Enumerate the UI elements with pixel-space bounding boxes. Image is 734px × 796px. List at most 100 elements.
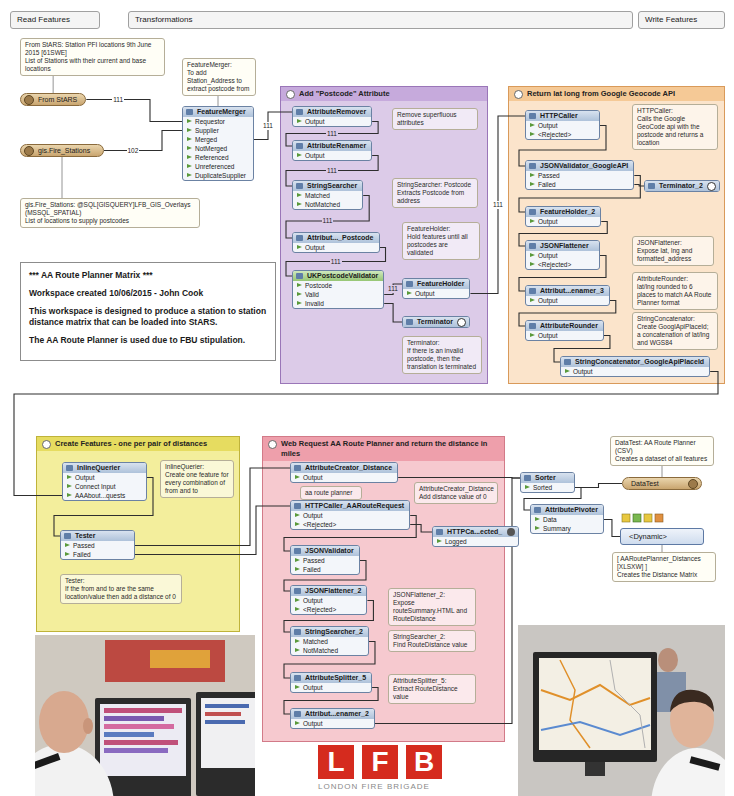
feature-connection [286, 122, 378, 147]
feature-type-name: gis.Fire_Stations [38, 146, 95, 155]
note-text: Workspace created 10/06/2015 - John Cook [29, 288, 267, 299]
port-label: Output [526, 121, 599, 130]
annotation-box: [ AARoutePlanner_Distances [XLSXW] ]Crea… [612, 552, 716, 582]
transformer-name: Terminator [403, 317, 469, 327]
transformer-box: AttributeRenamerOutput [292, 140, 372, 161]
annotation-text: List of locations to supply postcodes [25, 217, 195, 225]
annotation-title: StringSearcher_2: [393, 633, 471, 641]
section-header: Read Features [10, 11, 100, 29]
port-label: Passed [291, 556, 359, 565]
annotation-box: DataTest: AA Route Planner (CSV)Creates … [610, 436, 714, 466]
annotation-box: From StARS: Station PFI locations 9th Ju… [20, 38, 165, 76]
feature-connection [384, 304, 402, 323]
port-label: Passed [61, 541, 134, 550]
transformer-name: JSONValidator [291, 546, 359, 556]
transformer-name: UKPostcodeValidator [293, 271, 383, 281]
annotation-text: Creates a dataset of all features [615, 455, 709, 463]
port-label: Data [531, 515, 603, 524]
transformer-name: StringSearcher_2 [291, 627, 368, 637]
annotation-title: AttributeSplitter_5: [393, 677, 471, 685]
feature-connection [284, 688, 378, 715]
annotation-text: Expose routeSummary.HTML and RouteDistan… [393, 599, 471, 623]
port-label: Output [403, 289, 469, 298]
feature-connection [519, 301, 616, 327]
transformer-name: StringSearcher [293, 181, 362, 191]
bookmark-title: Add "Postcode" Attribute [281, 87, 487, 101]
transformer-box: HTTPCaller_AARouteRequestOutput<Rejected… [290, 500, 410, 530]
port-label: Failed [291, 565, 359, 574]
annotation-text: Extracts Postcode from address [397, 189, 473, 205]
epaulette [689, 756, 720, 771]
feature-connection [519, 176, 640, 213]
bookmark-band: Web Request AA Route Planner and return … [262, 436, 505, 742]
section-title: Transformations [135, 15, 626, 25]
annotation-title: StringConcatenator: [637, 315, 713, 323]
bookmark-band: Add "Postcode" AttributeAttributeRemover… [280, 86, 488, 384]
transformer-name: Tester [61, 531, 134, 541]
transformer-name: AttributeSplitter_5 [291, 673, 371, 683]
feature-connection [410, 525, 432, 533]
logo-square: L [318, 745, 354, 779]
transformer-box: AttributeRounderOutput [525, 320, 604, 341]
transformer-name: FeatureMerger [183, 107, 253, 117]
annotation-connector [62, 157, 63, 198]
format-icon [622, 514, 630, 522]
control-room-photo [518, 625, 725, 796]
transformer-name: AttributeCreator_Distance [291, 463, 397, 473]
port-label: Requestor [183, 117, 253, 126]
annotation-text: Create one feature for every combination… [165, 471, 229, 495]
note-box: *** AA Route Planner Matrix ***Workspace… [20, 262, 276, 361]
annotation-connector [218, 96, 219, 106]
port-label: Failed [526, 180, 633, 189]
bookmark-title: Return lat long from Google Geocode API [509, 87, 724, 101]
port-label: DuplicateSupplier [183, 171, 253, 180]
monitor-screen [100, 704, 186, 776]
screen-row [205, 720, 245, 724]
annotation-box: StringSearcher_2:Find RouteDistance valu… [388, 630, 476, 652]
officer-head [39, 691, 89, 753]
bookmark-band: Create Features - one per pair of distan… [36, 436, 240, 632]
transformer-name: Sorter [521, 473, 574, 483]
wall-poster-detail [150, 650, 210, 668]
screen-row [104, 748, 168, 753]
feature-connection [284, 601, 373, 633]
annotation-box: AttributeRounder:lat/lng rounded to 6 pl… [632, 272, 718, 310]
feature-connection [604, 520, 620, 537]
transformer-box: InlineQuerierOutputConnect InputAAAbout.… [62, 462, 147, 501]
map-river [541, 722, 650, 735]
annotation-box: FeatureHolder:Hold features until all po… [402, 222, 480, 260]
feature-connection [398, 477, 520, 479]
transformer-box: HTTPCallerOutput<Rejected> [525, 110, 600, 140]
annotation-text: Expose lat, lng and formatted_address [637, 247, 709, 263]
epaulette [35, 753, 60, 770]
annotation-title: FeatureMerger: [187, 61, 251, 69]
annotation-box: FeatureMerger:To add Station_Address to … [182, 58, 256, 96]
logo-square: B [406, 745, 442, 779]
annotation-box: StringConcatenator:Create GooglApiPlaceI… [632, 312, 718, 350]
annotation-box: AttributeSplitter_5:Extract RouteDistanc… [388, 674, 476, 704]
logo-letter: B [414, 746, 434, 778]
transformer-box: Attribut...enamer_3Output [525, 285, 610, 306]
feature-count: 111 [492, 201, 504, 209]
port-label: Failed [61, 550, 134, 559]
screen-row [104, 732, 154, 737]
transformer-box: Attribut..._PostcodeOutput [292, 232, 380, 253]
port-label: Logged [433, 537, 518, 546]
writer-feature-type: <Dynamic> [620, 528, 704, 545]
feature-connection [286, 196, 369, 239]
annotation-title: [ AARoutePlanner_Distances [XLSXW] ] [617, 555, 711, 571]
screen-row [104, 740, 178, 745]
feature-connection [384, 284, 402, 295]
transformer-name: InlineQuerier [63, 463, 146, 473]
annotation-title: AttributeCreator_Distance [419, 485, 493, 493]
format-icon [655, 514, 663, 522]
annotation-text: Hold features until all postcodes are va… [407, 233, 475, 257]
annotation-box: Terminator:If there is an invalid postco… [402, 336, 482, 374]
annotation-connector [662, 466, 663, 477]
port-label: Valid [293, 290, 383, 299]
feature-count: 111 [330, 258, 342, 266]
port-label: <Rejected> [526, 260, 599, 269]
annotation-title: InlineQuerier: [165, 463, 229, 471]
port-label: Output [526, 296, 609, 305]
feature-connection [54, 478, 153, 537]
